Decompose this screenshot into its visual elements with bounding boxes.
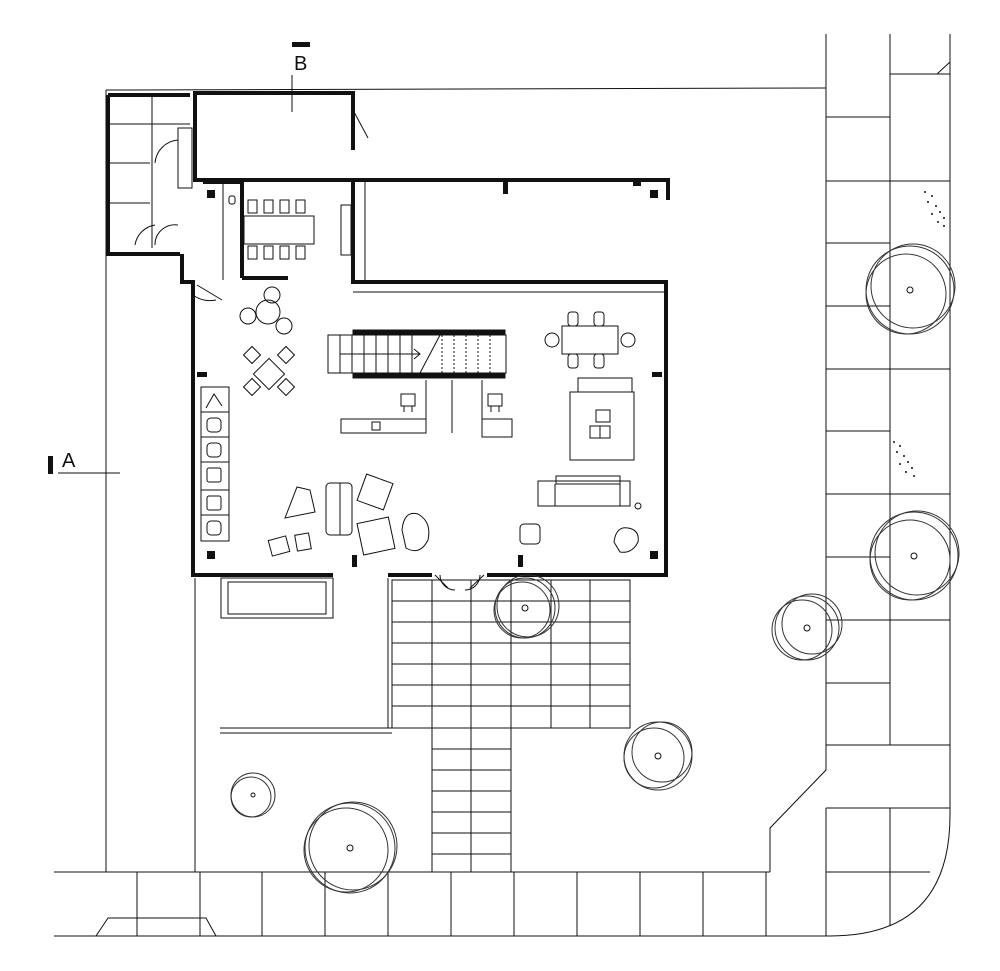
- office-desk: [569, 377, 635, 461]
- reception-counter: [340, 380, 513, 438]
- columns: [197, 180, 662, 567]
- armchairs: [519, 523, 639, 553]
- sidewalk: [95, 34, 951, 937]
- section-marker-a: [48, 456, 120, 474]
- section-label-b: B: [294, 53, 308, 75]
- round-table-set: [239, 286, 293, 335]
- exterior-walls: [106, 91, 670, 577]
- section-label-a: A: [62, 450, 76, 472]
- meeting-table: [243, 199, 352, 260]
- tactile-paving: [893, 191, 945, 477]
- staircase: [327, 329, 507, 379]
- planter: [220, 577, 334, 619]
- tree-centers: [250, 286, 918, 852]
- entrance-door: [434, 574, 485, 591]
- sofa: [537, 475, 642, 510]
- dining-set: [544, 311, 636, 369]
- square-table-set: [242, 345, 296, 397]
- plaza-paving: [220, 578, 631, 873]
- chair-display-shelf: [200, 386, 230, 542]
- site-boundary: [54, 87, 827, 937]
- lounge-furniture: [267, 473, 430, 557]
- interior-lines: [108, 95, 666, 302]
- tree-symbols: [230, 243, 960, 894]
